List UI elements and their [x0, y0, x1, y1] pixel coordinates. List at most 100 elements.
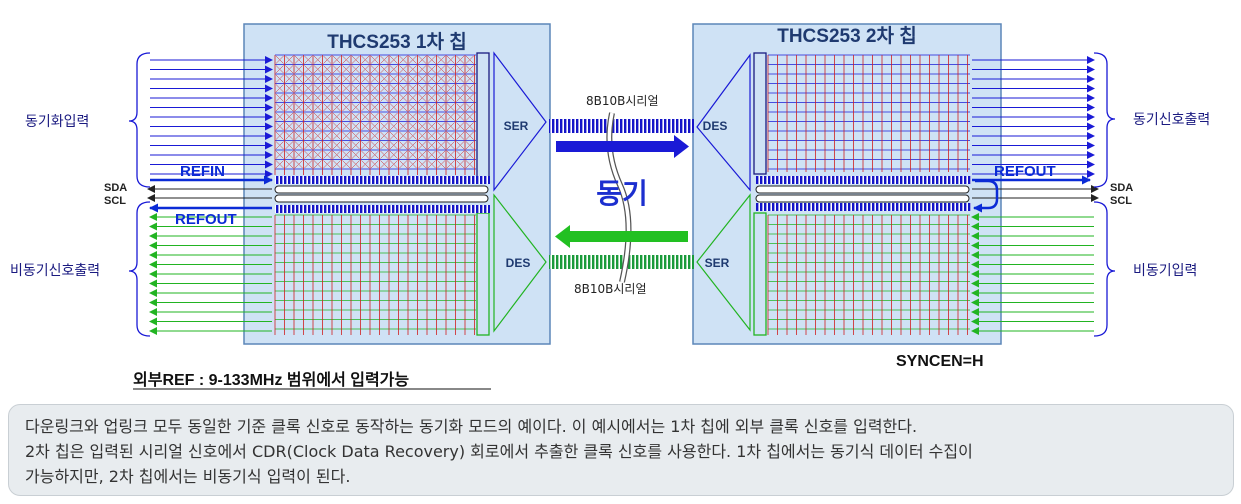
crossing	[465, 122, 474, 131]
crossing	[285, 112, 294, 121]
crossing	[332, 112, 341, 121]
scl-left-label: SCL	[104, 195, 126, 207]
crossing	[427, 103, 436, 112]
crossing	[304, 112, 313, 121]
crossing	[380, 112, 389, 121]
crossing	[408, 131, 417, 140]
crossing	[418, 74, 427, 83]
crossing	[437, 150, 446, 159]
crossing	[361, 131, 370, 140]
crossing	[294, 74, 303, 83]
crossing	[418, 122, 427, 131]
crossing	[342, 160, 351, 169]
crossing	[446, 122, 455, 131]
crossing	[351, 84, 360, 93]
crossing	[313, 74, 322, 83]
crossing	[304, 65, 313, 74]
crossing	[323, 122, 332, 131]
crossing	[332, 160, 341, 169]
right-sync-brace	[1093, 52, 1116, 188]
sda-right-label: SDA	[1110, 182, 1133, 194]
i2c-bus-left	[147, 185, 489, 203]
right-async-input-lines	[971, 213, 1094, 335]
chip2-ser-label: SER	[705, 256, 730, 270]
chip2-refout-bar	[756, 176, 971, 184]
crossing	[294, 141, 303, 150]
crossing	[361, 141, 370, 150]
crossing	[323, 103, 332, 112]
crossing	[418, 160, 427, 169]
crossing	[313, 131, 322, 140]
crossing	[446, 131, 455, 140]
crossing	[294, 150, 303, 159]
chip1-title: THCS253 1차 칩	[327, 31, 467, 53]
crossing	[456, 74, 465, 83]
crossing	[446, 150, 455, 159]
crossing	[313, 84, 322, 93]
crossing	[408, 122, 417, 131]
crossing	[389, 103, 398, 112]
left-async-output-label: 비동기신호출력	[10, 263, 100, 279]
crossing	[342, 65, 351, 74]
crossing	[389, 131, 398, 140]
crossing	[313, 112, 322, 121]
crossing	[342, 55, 351, 64]
crossing	[418, 141, 427, 150]
crossing	[285, 150, 294, 159]
crossing	[275, 122, 284, 131]
crossing	[313, 93, 322, 102]
crossing	[342, 112, 351, 121]
crossing	[437, 55, 446, 64]
crossing	[304, 131, 313, 140]
crossing	[361, 122, 370, 131]
crossing	[332, 131, 341, 140]
crossing	[351, 141, 360, 150]
crossing	[351, 150, 360, 159]
crossing	[342, 150, 351, 159]
crossing	[408, 150, 417, 159]
crossing	[275, 160, 284, 169]
chip2-async-column	[753, 212, 767, 336]
crossing	[370, 65, 379, 74]
crossing	[323, 112, 332, 121]
crossing	[351, 65, 360, 74]
crossing	[285, 55, 294, 64]
chip2-des-label: DES	[703, 119, 728, 133]
crossing	[446, 103, 455, 112]
right-async-brace	[1093, 201, 1116, 337]
crossing	[361, 55, 370, 64]
left-async-output-lines	[149, 213, 272, 335]
crossing	[351, 131, 360, 140]
crossing	[294, 131, 303, 140]
crossing	[399, 84, 408, 93]
crossing	[446, 65, 455, 74]
crossing	[323, 84, 332, 93]
crossing	[380, 150, 389, 159]
chip2-ser-block	[696, 193, 751, 332]
chip2-sync-mesh	[767, 54, 970, 172]
crossing	[427, 150, 436, 159]
crossing	[361, 84, 370, 93]
crossing	[294, 122, 303, 131]
crossing	[446, 141, 455, 150]
crossing	[456, 112, 465, 121]
crossing	[275, 74, 284, 83]
crossing	[380, 160, 389, 169]
crossing	[427, 65, 436, 74]
crossing	[285, 74, 294, 83]
crossing	[285, 65, 294, 74]
crossing	[418, 150, 427, 159]
crossing	[418, 55, 427, 64]
chip1-crossings	[275, 55, 474, 169]
crossing	[465, 103, 474, 112]
chip2-title: THCS253 2차 칩	[777, 25, 917, 47]
crossing	[408, 103, 417, 112]
crossing	[323, 74, 332, 83]
crossing	[427, 141, 436, 150]
crossing	[342, 131, 351, 140]
refin-label: REFIN	[180, 163, 225, 180]
crossing	[332, 65, 341, 74]
crossing	[351, 122, 360, 131]
crossing	[332, 103, 341, 112]
crossing	[427, 122, 436, 131]
